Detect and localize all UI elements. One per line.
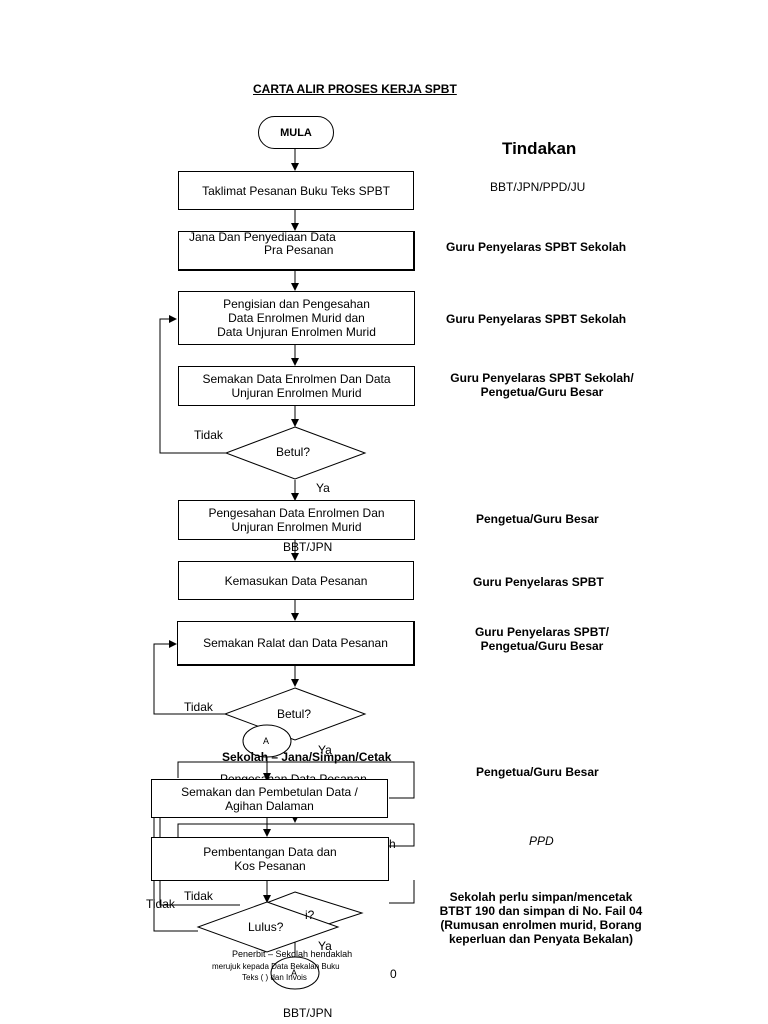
connector-a-bottom-label: A — [291, 968, 298, 978]
action-7: Guru Penyelaras SPBT/ Pengetua/Guru Besa… — [474, 625, 610, 653]
decision-betul-1-label: Betul? — [276, 445, 311, 459]
step-pengisian: Pengisian dan Pengesahan Data Enrolmen M… — [178, 291, 415, 345]
edge-bbtjpn-2: BBT/JPN — [283, 1006, 333, 1020]
action-2: Guru Penyelaras SPBT Sekolah — [446, 240, 627, 254]
edge-ya-3: Ya — [318, 939, 332, 953]
page-zero: 0 — [390, 967, 397, 981]
edge-bbtjpn-1: BBT/JPN — [283, 540, 333, 554]
step-taklimat: Taklimat Pesanan Buku Teks SPBT — [178, 171, 414, 210]
step-semakan-ralat-label: Semakan Ralat dan Data Pesanan — [203, 636, 388, 650]
connector-a-bottom — [270, 956, 320, 990]
decision-betul-1 — [224, 426, 367, 480]
action-1: BBT/JPN/PPD/JU — [490, 180, 586, 194]
chart-title: CARTA ALIR PROSES KERJA SPBT — [253, 82, 457, 96]
edge-tidak-3: Tidak — [184, 889, 213, 903]
step-pembentangan: Pembentangan Data dan Kos Pesanan — [151, 837, 389, 881]
step-jana-label-b: Pra Pesanan — [264, 243, 334, 257]
edge-tidak-1: Tidak — [194, 428, 223, 442]
connector-a-top — [242, 724, 292, 758]
step-pembentangan-label: Pembentangan Data dan Kos Pesanan — [203, 845, 337, 873]
step-semakan-ralat: Semakan Ralat dan Data Pesanan — [177, 621, 415, 666]
step-semakan-enrolmen-label: Semakan Data Enrolmen Dan Data Unjuran E… — [202, 372, 391, 400]
behind-h-text: h — [389, 837, 396, 851]
action-9: PPD — [529, 834, 554, 848]
step-semakan-pembetulan: Semakan dan Pembetulan Data / Agihan Dal… — [151, 779, 388, 818]
decision-betul-2-label: Betul? — [277, 707, 312, 721]
step-jana-data: Jana Dan Penyediaan Data Pra Pesanan — [178, 230, 415, 271]
actions-heading: Tindakan — [502, 139, 577, 158]
action-6: Guru Penyelaras SPBT — [473, 575, 604, 589]
edge-sekolah-note: Sekolah – Jana/Simpan/Cetak — [222, 750, 392, 764]
penerbit-note-c: Teks ( ) dan Invois — [242, 973, 307, 982]
start-label: MULA — [280, 126, 312, 139]
step-semakan-pembetulan-label: Semakan dan Pembetulan Data / Agihan Dal… — [181, 784, 358, 813]
step-pengesahan-enrolmen: Pengesahan Data Enrolmen Dan Unjuran Enr… — [178, 500, 415, 540]
step-kemasukan: Kemasukan Data Pesanan — [178, 561, 414, 600]
step-pengisian-label: Pengisian dan Pengesahan Data Enrolmen M… — [217, 297, 376, 339]
action-5: Pengetua/Guru Besar — [476, 512, 599, 526]
penerbit-note-a: Penerbit – Sekolah hendaklah — [232, 949, 353, 959]
edge-ya-1: Ya — [316, 481, 330, 495]
connector-a-top-label: A — [263, 736, 270, 746]
step-pengesahan-enrolmen-label: Pengesahan Data Enrolmen Dan Unjuran Enr… — [208, 506, 385, 534]
penerbit-note-b: merujuk kepada Data Bekalan Buku — [212, 962, 340, 971]
step-taklimat-label: Taklimat Pesanan Buku Teks SPBT — [202, 183, 390, 198]
decision-lulus-label: Lulus? — [248, 920, 284, 934]
edge-ya-2: Ya — [318, 743, 332, 757]
step-jana-label-a: Jana Dan Penyediaan Data — [189, 230, 336, 244]
start-terminal: MULA — [258, 116, 334, 149]
step-kemasukan-label: Kemasukan Data Pesanan — [224, 573, 368, 588]
action-8: Pengetua/Guru Besar — [476, 765, 599, 779]
decision-lulus — [196, 901, 340, 953]
decision-behind-label: i? — [305, 908, 315, 922]
step-semakan-enrolmen: Semakan Data Enrolmen Dan Data Unjuran E… — [178, 366, 415, 406]
edge-tidak-4: Tidak — [146, 897, 175, 911]
action-3: Guru Penyelaras SPBT Sekolah — [446, 312, 627, 326]
edge-tidak-2: Tidak — [184, 700, 213, 714]
action-10: Sekolah perlu simpan/mencetak BTBT 190 d… — [439, 890, 643, 946]
action-4: Guru Penyelaras SPBT Sekolah/ Pengetua/G… — [450, 371, 634, 399]
